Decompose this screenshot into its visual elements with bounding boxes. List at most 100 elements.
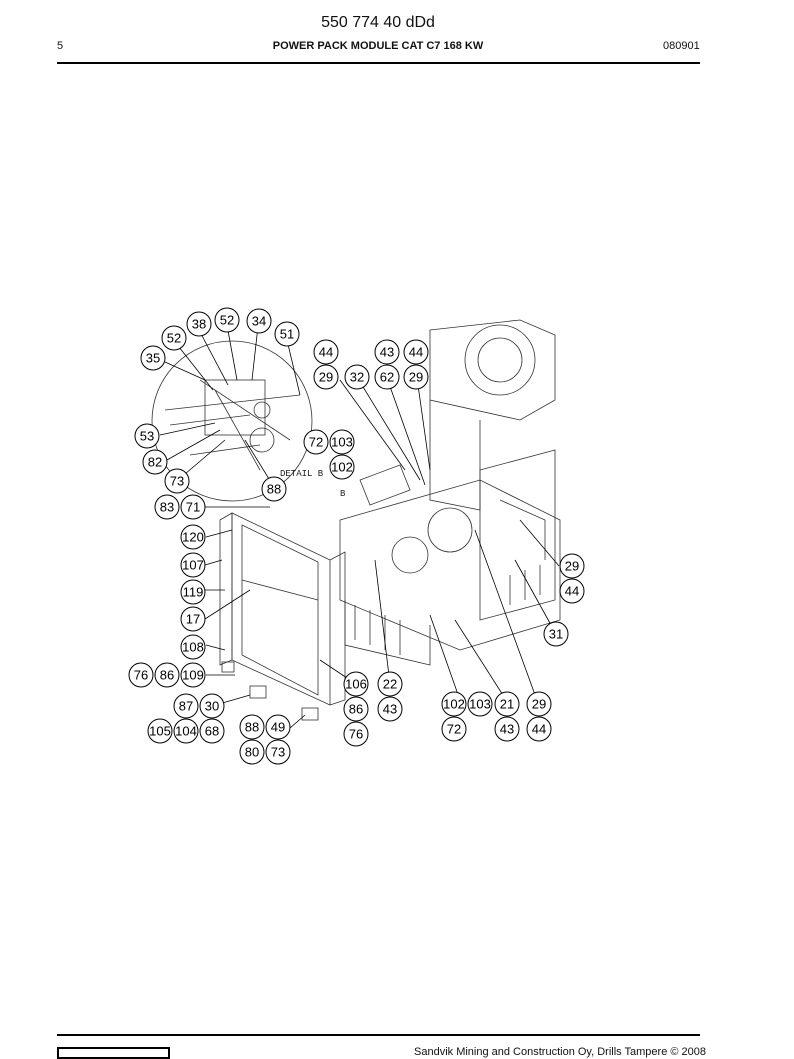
callout-44: 44 <box>313 339 339 365</box>
svg-text:62: 62 <box>380 370 394 385</box>
callout-108: 108 <box>180 634 206 660</box>
callout-38: 38 <box>186 311 212 337</box>
svg-text:52: 52 <box>167 331 181 346</box>
svg-text:73: 73 <box>271 745 285 760</box>
callout-83: 83 <box>154 494 180 520</box>
svg-text:102: 102 <box>331 460 353 475</box>
svg-text:31: 31 <box>549 627 563 642</box>
svg-text:44: 44 <box>319 345 333 360</box>
svg-text:29: 29 <box>319 370 333 385</box>
svg-text:102: 102 <box>443 697 465 712</box>
callout-86: 86 <box>343 696 369 722</box>
svg-text:22: 22 <box>383 677 397 692</box>
detail-marker: B <box>340 489 346 499</box>
callout-35: 35 <box>140 345 166 371</box>
svg-text:34: 34 <box>252 314 266 329</box>
callout-109: 109 <box>180 662 206 688</box>
callout-82: 82 <box>142 449 168 475</box>
svg-text:103: 103 <box>469 697 491 712</box>
svg-text:82: 82 <box>148 455 162 470</box>
svg-text:35: 35 <box>146 351 160 366</box>
callout-73: 73 <box>164 468 190 494</box>
callout-30: 30 <box>199 693 225 719</box>
callout-52: 52 <box>214 307 240 333</box>
svg-text:51: 51 <box>280 327 294 342</box>
callout-87: 87 <box>173 693 199 719</box>
detail-circle <box>151 340 313 502</box>
svg-text:44: 44 <box>565 584 579 599</box>
svg-text:29: 29 <box>409 370 423 385</box>
callout-44: 44 <box>403 339 429 365</box>
callout-103: 103 <box>467 691 493 717</box>
callout-80: 80 <box>239 739 265 765</box>
callout-120: 120 <box>180 524 206 550</box>
svg-text:53: 53 <box>140 429 154 444</box>
svg-text:30: 30 <box>205 699 219 714</box>
callout-51: 51 <box>274 321 300 347</box>
svg-text:107: 107 <box>182 558 204 573</box>
callout-119: 119 <box>180 579 206 605</box>
svg-text:71: 71 <box>186 500 200 515</box>
svg-text:88: 88 <box>245 720 259 735</box>
callout-71: 71 <box>180 494 206 520</box>
detail-label: DETAIL B <box>280 469 324 479</box>
svg-text:32: 32 <box>350 370 364 385</box>
svg-text:44: 44 <box>532 722 546 737</box>
svg-text:86: 86 <box>160 668 174 683</box>
svg-text:72: 72 <box>309 435 323 450</box>
callout-44: 44 <box>559 578 585 604</box>
callout-104: 104 <box>173 718 199 744</box>
footer-rule <box>57 1034 700 1036</box>
callout-34: 34 <box>246 308 272 334</box>
svg-text:68: 68 <box>205 724 219 739</box>
engine <box>339 319 561 666</box>
callout-86: 86 <box>154 662 180 688</box>
svg-text:38: 38 <box>192 317 206 332</box>
callout-88: 88 <box>239 714 265 740</box>
svg-text:29: 29 <box>532 697 546 712</box>
svg-text:72: 72 <box>447 722 461 737</box>
mounts <box>221 661 319 721</box>
callouts: 52 38 52 34 35 51 44 43 44 29 32 62 29 5… <box>128 307 585 765</box>
callout-68: 68 <box>199 718 225 744</box>
svg-text:105: 105 <box>149 724 171 739</box>
svg-text:83: 83 <box>160 500 174 515</box>
callout-52: 52 <box>161 325 187 351</box>
svg-text:103: 103 <box>331 435 353 450</box>
sandvik-logo <box>57 1047 170 1059</box>
callout-106: 106 <box>343 671 369 697</box>
callout-44: 44 <box>526 716 552 742</box>
callout-105: 105 <box>147 718 173 744</box>
callout-29: 29 <box>559 553 585 579</box>
svg-text:80: 80 <box>245 745 259 760</box>
callout-53: 53 <box>134 423 160 449</box>
callout-32: 32 <box>344 364 370 390</box>
document-number: 550 774 40 dDd <box>321 14 435 31</box>
callout-103: 103 <box>329 429 355 455</box>
callout-102: 102 <box>329 454 355 480</box>
svg-text:106: 106 <box>345 677 367 692</box>
callout-29: 29 <box>526 691 552 717</box>
callout-21: 21 <box>494 691 520 717</box>
svg-text:109: 109 <box>182 668 204 683</box>
page-title: POWER PACK MODULE CAT C7 168 KW <box>272 40 484 52</box>
page-number: 5 <box>57 40 64 52</box>
svg-text:49: 49 <box>271 720 285 735</box>
svg-text:120: 120 <box>182 530 204 545</box>
svg-text:29: 29 <box>565 559 579 574</box>
svg-text:52: 52 <box>220 313 234 328</box>
svg-text:104: 104 <box>175 724 197 739</box>
callout-102: 102 <box>441 691 467 717</box>
callout-76: 76 <box>128 662 154 688</box>
callout-62: 62 <box>374 364 400 390</box>
callout-76: 76 <box>343 721 369 747</box>
svg-text:21: 21 <box>500 697 514 712</box>
callout-73: 73 <box>265 739 291 765</box>
callout-22: 22 <box>377 671 403 697</box>
svg-text:43: 43 <box>383 702 397 717</box>
svg-text:76: 76 <box>349 727 363 742</box>
callout-107: 107 <box>180 552 206 578</box>
svg-text:43: 43 <box>500 722 514 737</box>
radiator <box>219 512 346 706</box>
svg-text:88: 88 <box>267 482 281 497</box>
